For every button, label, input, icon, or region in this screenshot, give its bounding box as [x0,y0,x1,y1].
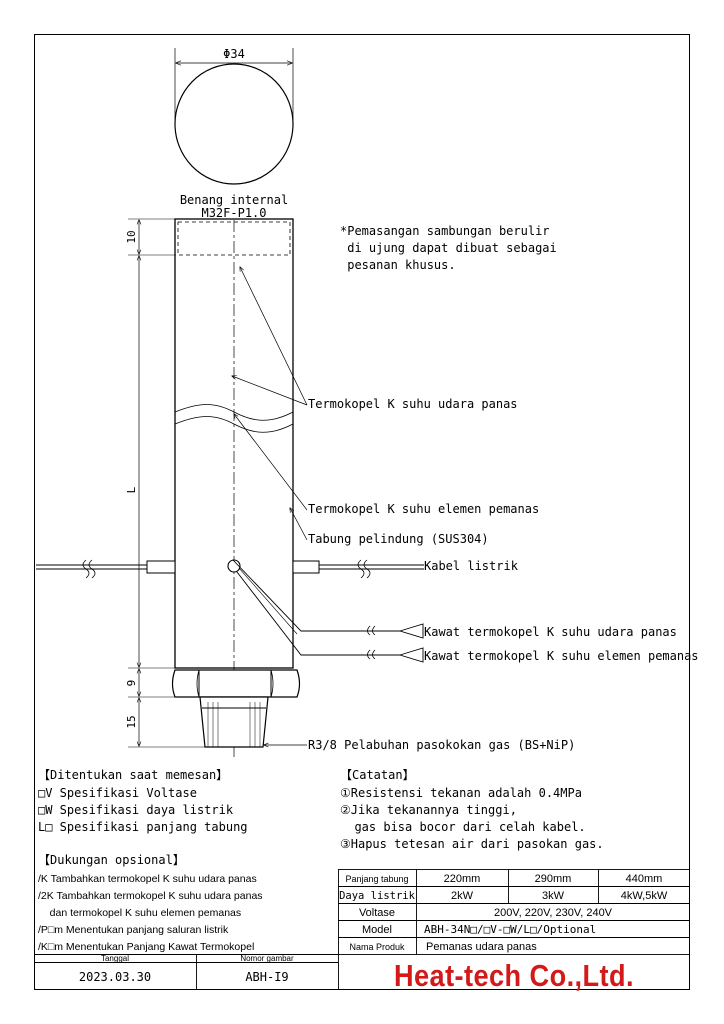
spec-name-label: Nama Produk [349,942,405,952]
order-title: 【Ditentukan saat memesan】 [38,768,228,782]
callout-power-cable: Kabel listrik [424,559,519,573]
date-value: 2023.03.30 [79,970,151,984]
notes-title: 【Catatan】 [340,768,415,782]
sheet-border [34,34,690,990]
gas-port-thread [199,696,269,748]
dim-10: 10 [125,230,138,243]
hex-nut [171,669,301,698]
left-cable-gland [146,560,176,574]
notes-item: ③Hapus tetesan air dari pasokan gas. [340,837,604,851]
options-item: /P□m Menentukan panjang saluran listrik [38,924,229,936]
callout-air-tc-wire: Kawat termokopel K suhu udara panas [424,625,677,639]
tube-end-circle [174,63,294,185]
notes-item: gas bisa bocor dari celah kabel. [340,820,586,834]
spec-power-value: 4kW,5kW [621,890,668,902]
break-line-1 [174,404,294,421]
spec-length-value: 220mm [444,873,481,885]
spec-power-value: 3kW [542,890,565,902]
spec-voltage-value: 200V, 220V, 230V, 240V [494,907,613,919]
spec-length-value: 440mm [626,873,663,885]
callout-element-thermocouple: Termokopel K suhu elemen pemanas [308,502,539,516]
title-block-grid [34,954,339,990]
spec-table-grid [338,869,690,955]
custom-thread-note-2: di ujung dapat dibuat sebagai [340,241,557,255]
callout-protective-tube: Tabung pelindung (SUS304) [308,532,489,546]
diameter-dimension: Φ34 [223,47,245,61]
custom-thread-note-3: pesanan khusus. [340,258,456,272]
spec-power-label: Daya listrik [339,890,416,902]
thread-label-line1: Benang internal [180,193,288,207]
callout-air-thermocouple: Termokopel K suhu udara panas [308,397,518,411]
options-item: /K Tambahkan termokopel K suhu udara pan… [38,873,257,885]
spec-name-value: Pemanas udara panas [426,941,537,953]
side-view [36,218,424,760]
notes-item: ②Jika tekanannya tinggi, [340,803,517,817]
top-view [174,48,294,185]
options-item: dan termokopel K suhu elemen pemanas [38,907,241,919]
right-cable-gland [292,560,320,574]
company-logo: Heat-tech Co.,Ltd. [394,958,634,993]
date-label: Tanggal [101,954,129,963]
options-item: /K□m Menentukan Panjang Kawat Termokopel [38,941,254,953]
dim-L: L [125,486,138,493]
drawing-number-label: Nomor gambar [240,954,294,963]
spec-length-value: 290mm [535,873,572,885]
thermocouple-junction [227,559,241,573]
spec-model-value: ABH-34N□/□V-□W/L□/Optional [424,923,596,936]
callout-element-tc-wire: Kawat termokopel K suhu elemen pemanas [424,649,699,663]
dim-9: 9 [125,680,138,687]
callout-gas-port: R3/8 Pelabuhan pasokokan gas (BS+NiP) [308,738,575,752]
options-item: /2K Tambahkan termokopel K suhu udara pa… [38,890,263,902]
order-item: □V Spesifikasi Voltase [38,786,197,800]
thread-label-line2: M32F-P1.0 [201,206,266,220]
order-item: L□ Spesifikasi panjang tabung [38,820,248,834]
options-title: 【Dukungan opsional】 [38,853,185,867]
custom-thread-note-1: *Pemasangan sambungan berulir [340,224,550,238]
spec-length-label: Panjang tabung [345,874,408,884]
notes-item: ①Resistensi tekanan adalah 0.4MPa [340,786,582,800]
order-item: □W Spesifikasi daya listrik [38,803,234,817]
dim-15: 15 [125,715,138,728]
break-line-2 [174,416,294,433]
spec-power-value: 2kW [451,890,474,902]
spec-voltage-label: Voltase [359,907,395,919]
spec-model-label: Model [362,924,392,936]
drawing-number-value: ABH-I9 [245,970,288,984]
